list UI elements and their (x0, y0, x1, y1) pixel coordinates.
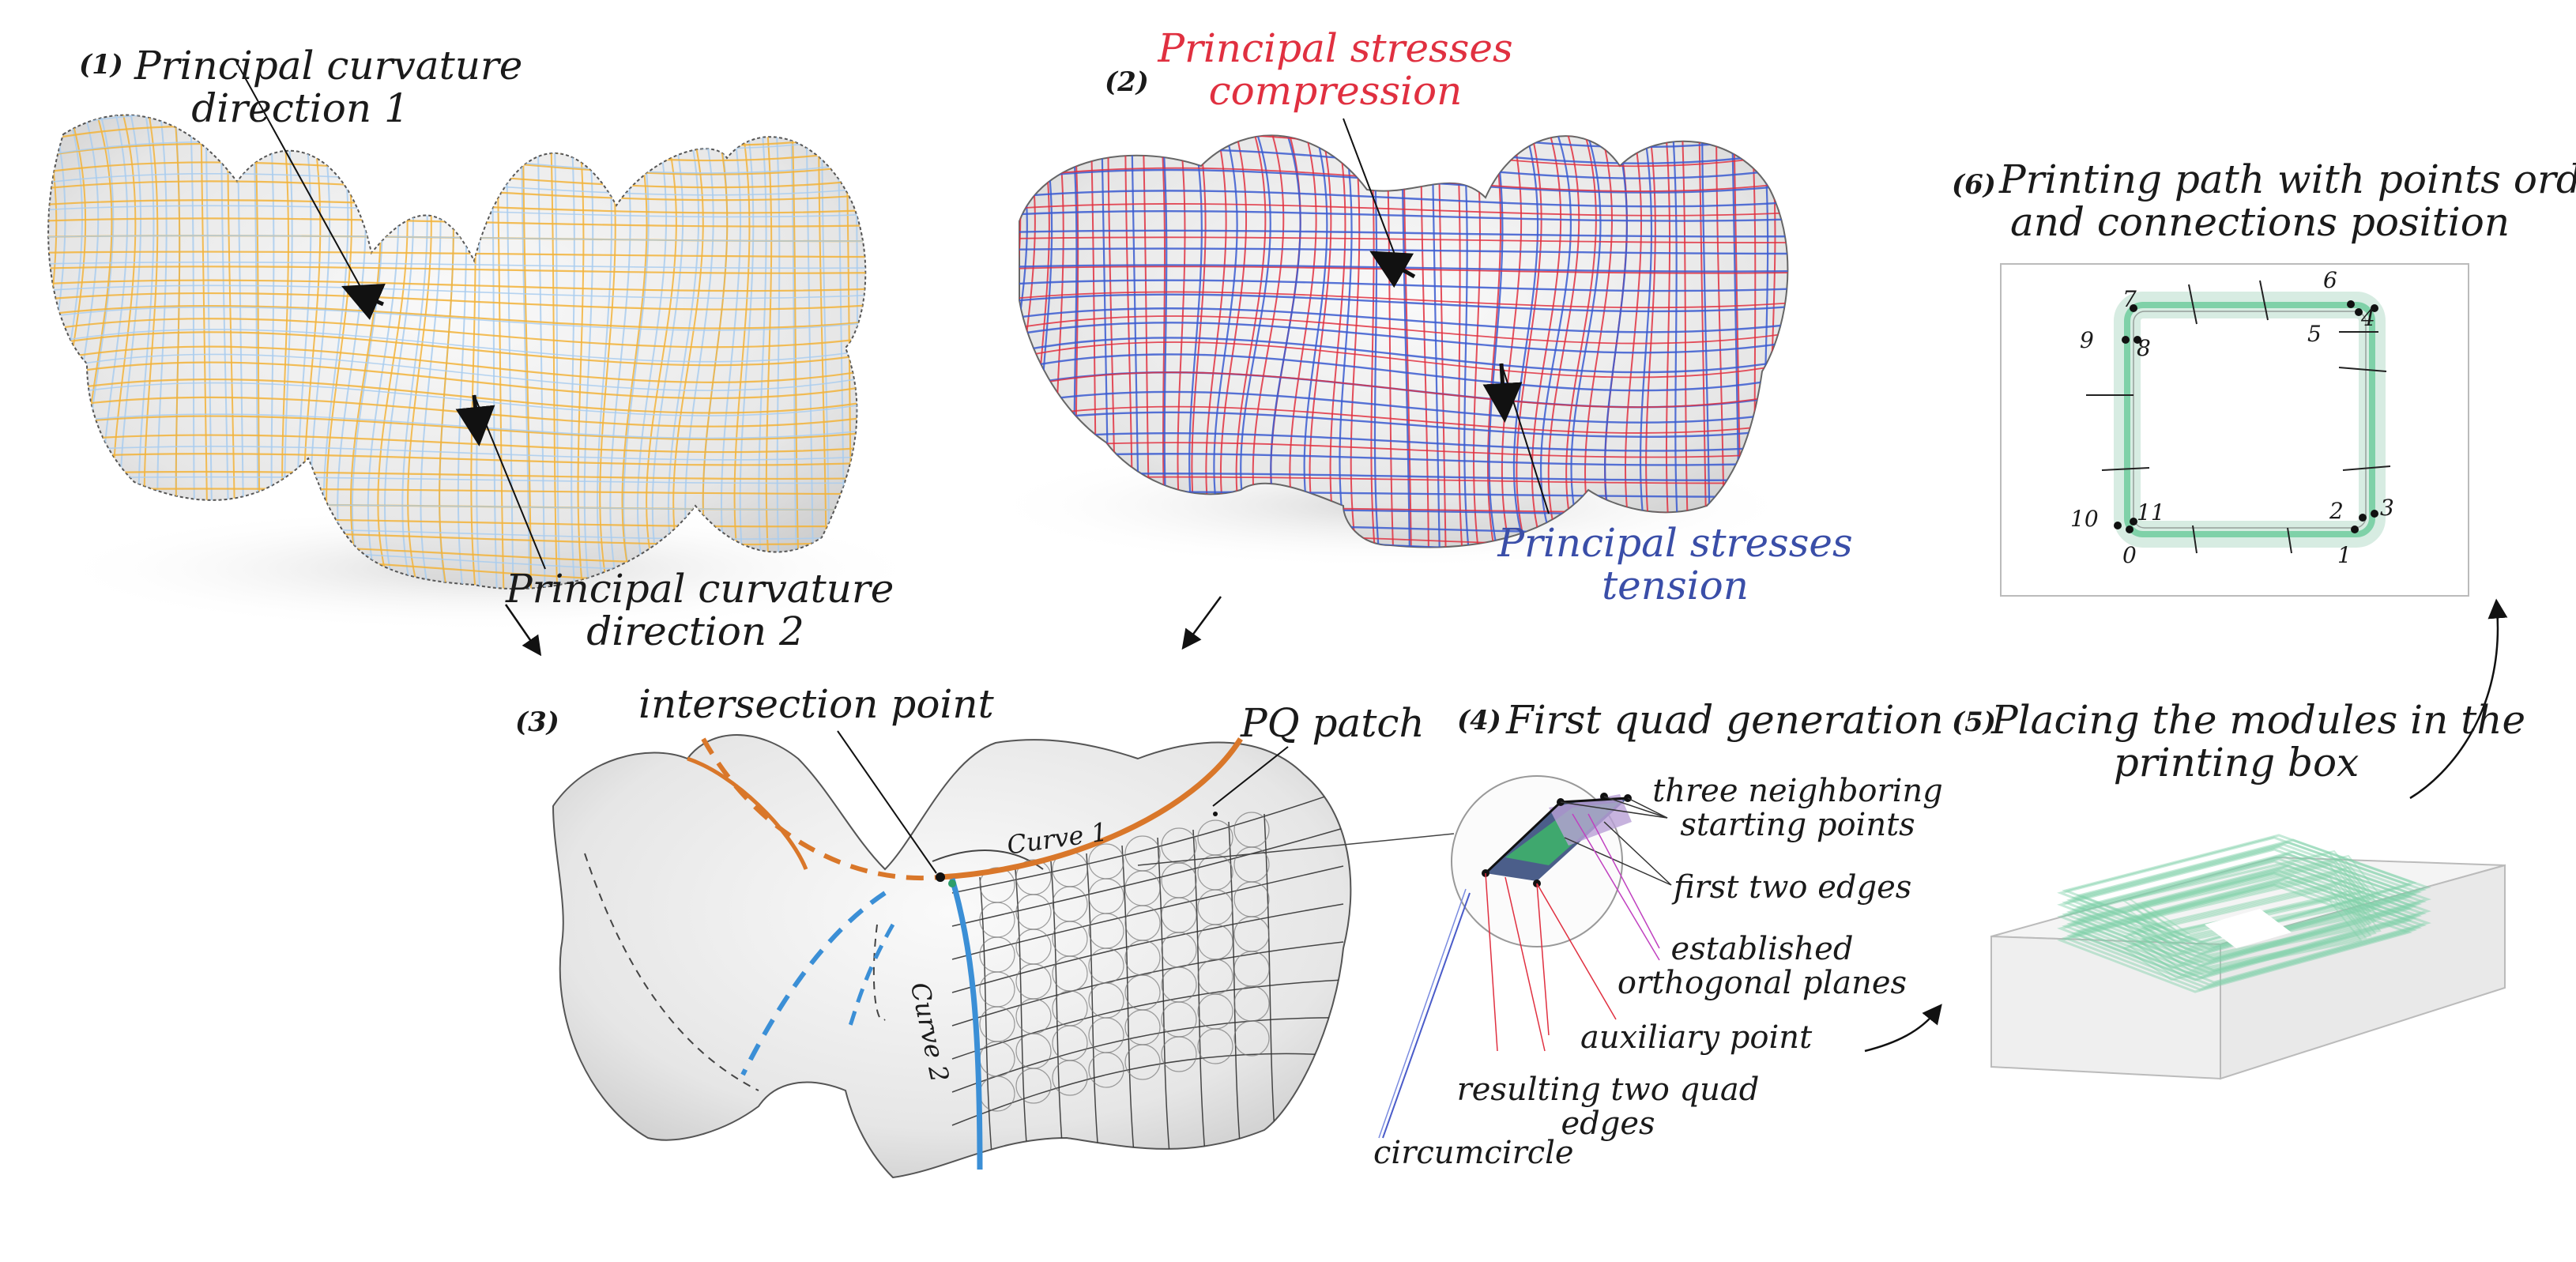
path-point-8: 8 (2137, 335, 2151, 361)
circumcircle-label: circumcircle (1373, 1135, 1574, 1171)
panel-1-number: (1) (79, 49, 123, 81)
starting-points-line2: starting points (1680, 807, 1915, 844)
path-point-11: 11 (2137, 499, 2165, 526)
path-point-1: 1 (2337, 542, 2352, 568)
panel-5-number: (5) (1952, 706, 1996, 738)
first-edges-label: first two edges (1674, 869, 1912, 906)
printing-path-line2: and connections position (2009, 199, 2510, 245)
panel-6-path (2000, 263, 2469, 597)
compression-line1: Principal stresses (1158, 25, 1513, 71)
curvature-dir1-line2: direction 1 (191, 85, 409, 131)
orthogonal-planes-label: established orthogonal planes (1612, 932, 1912, 1000)
printing-path-line1: Printing path with points order (1999, 156, 2576, 202)
starting-points-line1: three neighboring (1652, 773, 1943, 809)
resulting-edges-line1: resulting two quad (1456, 1072, 1760, 1108)
printing-path-title: Printing path with points order and conn… (1999, 156, 2576, 245)
curvature-dir1-label: Principal curvature direction 1 (134, 43, 523, 131)
resulting-edges-line2: edges (1561, 1106, 1655, 1143)
curvature-dir2-line2: direction 2 (586, 608, 804, 654)
path-point-7: 7 (2122, 286, 2137, 312)
resulting-edges-label: resulting two quad edges (1454, 1072, 1762, 1143)
panel-4-quad (1378, 775, 1672, 1139)
quad-generation-title: First quad generation (1506, 697, 1944, 743)
path-point-9: 9 (2080, 327, 2094, 353)
path-point-4: 4 (2361, 305, 2375, 331)
pq-patch-label: PQ patch (1241, 700, 1425, 746)
panel-3-surface (552, 730, 1455, 1179)
printing-box-line2: printing box (2113, 740, 2359, 785)
panel-1-surface (47, 62, 932, 632)
path-point-6: 6 (2323, 267, 2337, 293)
orthogonal-planes-line1: established (1670, 931, 1854, 967)
curvature-dir2-label: Principal curvature direction 2 (506, 566, 894, 654)
panel-5-box (1990, 834, 2506, 1080)
orthogonal-planes-line2: orthogonal planes (1617, 965, 1908, 1002)
auxiliary-point-label: auxiliary point (1580, 1019, 1813, 1056)
tension-line2: tension (1602, 563, 1749, 608)
panel-6-number: (6) (1952, 169, 1996, 201)
path-point-5: 5 (2307, 321, 2322, 347)
path-point-3: 3 (2380, 495, 2394, 521)
curvature-dir2-line1: Principal curvature (506, 566, 894, 612)
printing-box-title: Placing the modules in the printing box (1991, 697, 2526, 785)
printing-box-line1: Placing the modules in the (1991, 697, 2526, 743)
panel-4-number: (4) (1457, 705, 1501, 736)
panel-2-surface (980, 118, 1802, 569)
starting-points-label: three neighboring starting points (1651, 774, 1944, 842)
path-point-2: 2 (2329, 498, 2344, 524)
compression-line2: compression (1208, 68, 1463, 114)
tension-label: Principal stresses tension (1493, 522, 1857, 607)
tension-line1: Principal stresses (1497, 520, 1853, 566)
panel-3-number: (3) (515, 706, 559, 738)
path-point-0: 0 (2122, 542, 2137, 568)
intersection-point-label: intersection point (638, 681, 994, 727)
compression-label: Principal stresses compression (1154, 27, 1517, 112)
panel-2-number: (2) (1105, 66, 1149, 98)
flow-arrows (504, 596, 2508, 1053)
path-point-10: 10 (2070, 506, 2099, 532)
curvature-dir1-line1: Principal curvature (134, 43, 523, 89)
